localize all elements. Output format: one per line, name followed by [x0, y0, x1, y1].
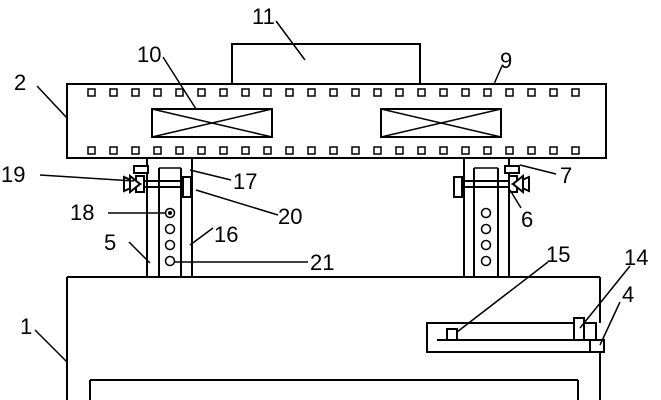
beam-slot	[263, 88, 272, 97]
left-clamp-screw	[123, 165, 192, 198]
beam-slot	[483, 88, 492, 97]
beam-slot	[109, 88, 118, 97]
leader-15	[456, 261, 549, 333]
beam-slot	[109, 146, 118, 155]
beam-slot	[505, 88, 514, 97]
beam-slot	[87, 146, 96, 155]
leader-7	[519, 164, 557, 175]
label-15: 15	[546, 242, 570, 267]
label-1: 1	[20, 314, 32, 339]
beam-slot	[351, 88, 360, 97]
label-18: 18	[70, 200, 94, 225]
right-post-holes	[480, 207, 492, 267]
leader-10	[162, 56, 197, 110]
beam-slot	[197, 146, 206, 155]
beam-slot	[549, 88, 558, 97]
beam-slot	[175, 146, 184, 155]
leader-1	[34, 329, 68, 363]
beam-slot	[241, 88, 250, 97]
label-20: 20	[278, 204, 302, 229]
beam-slot	[329, 146, 338, 155]
label-11: 11	[252, 4, 275, 29]
leader-6	[509, 189, 522, 209]
beam-slot	[417, 146, 426, 155]
label-9: 9	[500, 48, 512, 73]
beam-slot	[131, 146, 140, 155]
beam-slot	[219, 88, 228, 97]
beam-slot	[461, 88, 470, 97]
beam-slots-top	[87, 88, 580, 97]
leader-9	[493, 65, 503, 85]
label-16: 16	[214, 222, 238, 247]
beam-slot	[263, 146, 272, 155]
beam-slot	[527, 88, 536, 97]
beam-slot	[571, 146, 580, 155]
crossed-module-left	[151, 108, 273, 138]
label-7: 7	[560, 163, 572, 188]
beam-slot	[131, 88, 140, 97]
label-21: 21	[310, 250, 334, 275]
beam-slot	[439, 146, 448, 155]
label-6: 6	[521, 207, 533, 232]
leader-16	[189, 227, 214, 246]
base-body	[66, 276, 601, 400]
right-clamp-screw	[453, 165, 530, 198]
label-17: 17	[233, 169, 257, 194]
beam-slot	[285, 146, 294, 155]
beam-slot	[87, 88, 96, 97]
label-5: 5	[104, 230, 116, 255]
label-19: 19	[1, 162, 25, 187]
leader-19	[39, 174, 135, 182]
leader-20	[195, 189, 279, 216]
beam-slot	[505, 146, 514, 155]
beam-slot	[571, 88, 580, 97]
beam-slot	[483, 146, 492, 155]
beam-slot	[395, 88, 404, 97]
label-10: 10	[137, 42, 161, 67]
beam-slot	[439, 88, 448, 97]
beam-slot	[417, 88, 426, 97]
beam-slots-bottom	[87, 146, 580, 155]
leader-11	[275, 20, 306, 61]
beam-slot	[307, 88, 316, 97]
leader-lines	[34, 20, 631, 363]
beam-slot	[461, 146, 470, 155]
beam-slot	[153, 146, 162, 155]
beam-slot	[373, 146, 382, 155]
beam-slot	[351, 146, 360, 155]
leader-17	[189, 169, 232, 181]
beam-slot	[219, 146, 228, 155]
beam-slot	[373, 88, 382, 97]
left-post-holes	[164, 207, 176, 267]
leader-5	[128, 241, 151, 264]
beam-slot	[175, 88, 184, 97]
beam-slot	[329, 88, 338, 97]
beam-slot	[241, 146, 250, 155]
label-4: 4	[622, 282, 634, 307]
leader-2	[36, 85, 68, 119]
beam-slot	[549, 146, 558, 155]
beam-slot	[285, 88, 294, 97]
beam-slot	[307, 146, 316, 155]
beam-slot	[153, 88, 162, 97]
beam-slot	[527, 146, 536, 155]
side-drawer	[426, 317, 605, 353]
leader-4	[599, 301, 621, 346]
crossed-module-right	[380, 108, 502, 138]
beam-slot	[395, 146, 404, 155]
label-14: 14	[624, 245, 648, 270]
leader-14	[579, 265, 631, 329]
label-2: 2	[14, 70, 26, 95]
top-box	[231, 43, 421, 85]
beam-slot	[197, 88, 206, 97]
